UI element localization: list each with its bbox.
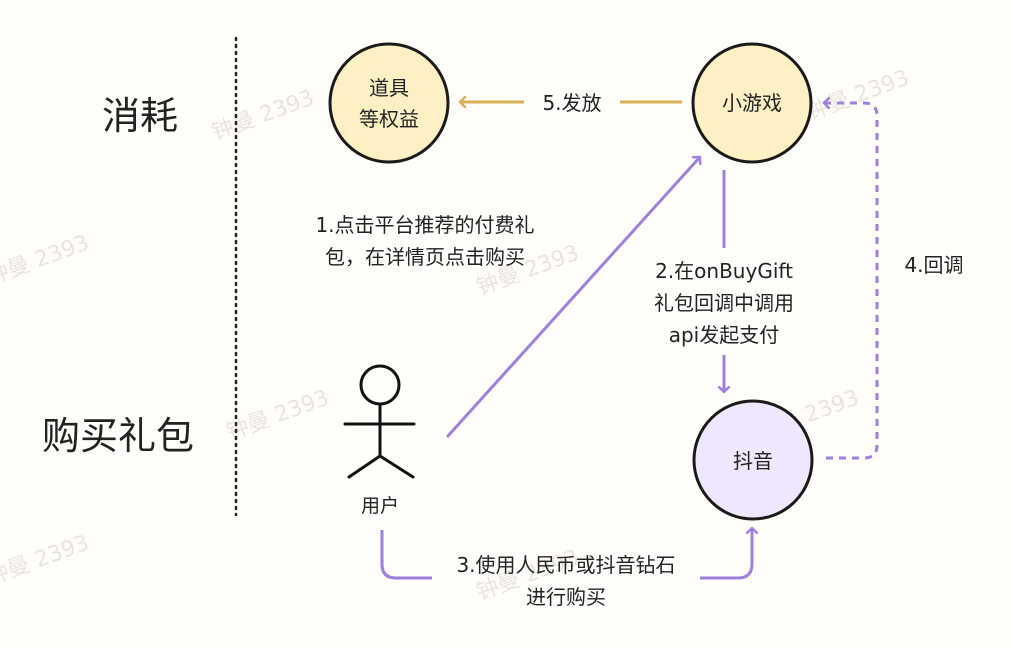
step5-label: 5.发放 (542, 91, 601, 115)
node-mini-game: 小游戏 (691, 42, 813, 164)
user-head (359, 364, 401, 406)
props-label-line1: 道具 (369, 76, 409, 100)
step3-arrow-segment (380, 530, 432, 580)
step3-arrow (700, 528, 752, 580)
step1-arrow (445, 157, 700, 439)
user-left-leg (347, 454, 382, 479)
step2-label-line3: api发起支付 (669, 323, 780, 347)
step1-label-line2: 包，在详情页点击购买 (325, 245, 525, 269)
step3-label-line2: 进行购买 (526, 585, 606, 609)
douyin-label: 抖音 (733, 449, 773, 473)
node-props: 道具 等权益 (328, 42, 450, 164)
props-circle (328, 42, 450, 164)
watermark: 钟曼 2393 (224, 386, 333, 446)
node-douyin: 抖音 (692, 399, 814, 521)
props-label-line2: 等权益 (359, 107, 419, 131)
section-label-buy-gift: 购买礼包 (42, 414, 194, 458)
step3-label-line1: 3.使用人民币或抖音钻石 (456, 553, 675, 577)
watermark: 钟曼 2393 (209, 86, 318, 146)
step4-arrow (824, 103, 879, 460)
step2-label-line1: 2.在onBuyGift (655, 259, 793, 283)
step1-label-line1: 1.点击平台推荐的付费礼 (315, 213, 534, 237)
watermark: 钟曼 2393 (0, 231, 93, 291)
step2-label-line2: 礼包回调中调用 (654, 291, 794, 315)
douyin-circle (692, 399, 814, 521)
mini-game-label: 小游戏 (722, 91, 782, 115)
user-label: 用户 (361, 495, 399, 517)
user-figure (343, 364, 416, 479)
mini-game-circle (691, 42, 813, 164)
section-label-consume: 消耗 (102, 94, 178, 138)
watermark: 钟曼 2393 (804, 66, 913, 126)
step4-label: 4.回调 (904, 253, 963, 277)
watermark: 钟曼 2393 (0, 531, 93, 591)
user-right-leg (378, 454, 415, 479)
